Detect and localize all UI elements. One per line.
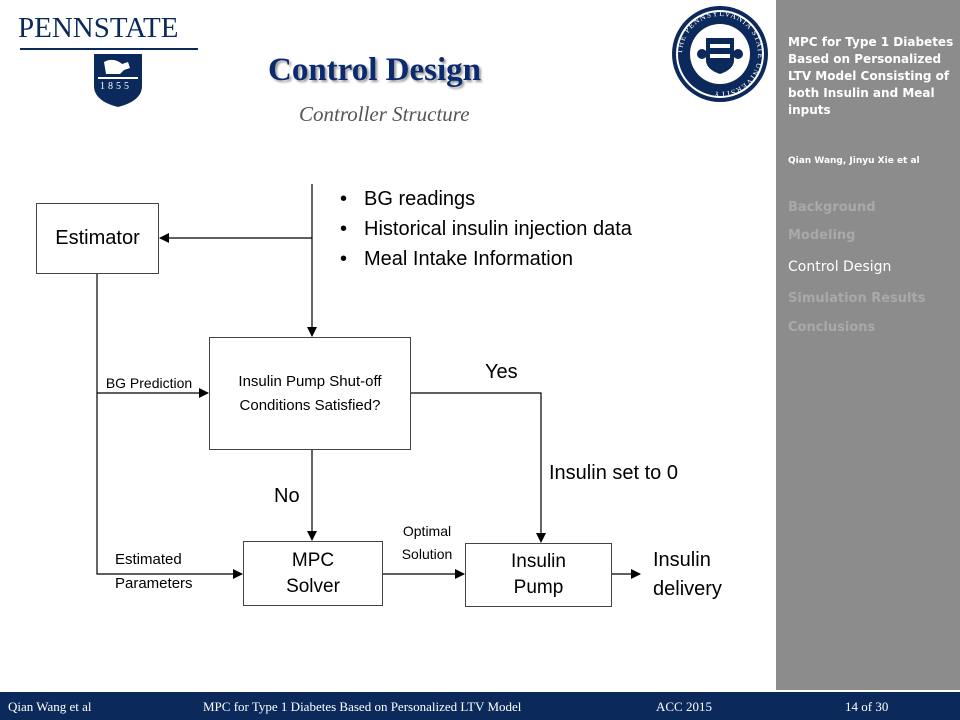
yes-label: Yes <box>485 361 518 383</box>
footer-conference: ACC 2015 <box>656 699 712 714</box>
insulin-pump-label: Insulin Pump <box>511 551 566 598</box>
input-insulin-history: Historical insulin injection data <box>364 218 632 240</box>
nav-item-control-design[interactable]: Control Design <box>788 259 892 275</box>
estimated-parameters-label: Estimated Parameters <box>115 551 193 592</box>
page-subtitle: Controller Structure <box>299 102 470 126</box>
input-list: •BG readings •Historical insulin injecti… <box>340 184 632 274</box>
input-bg-readings: BG readings <box>364 188 476 210</box>
insulin-set-to-zero-label: Insulin set to 0 <box>549 462 678 484</box>
shutoff-condition-label: Insulin Pump Shut-off Conditions Satisfi… <box>238 372 382 414</box>
footer-talk-title: MPC for Type 1 Diabetes Based on Persona… <box>203 699 522 714</box>
bg-prediction-label: BG Prediction <box>105 375 193 391</box>
shutoff-condition-box: Insulin Pump Shut-off Conditions Satisfi… <box>209 337 411 450</box>
list-item: •BG readings <box>340 188 476 210</box>
wordmark-underline <box>20 48 198 50</box>
insulin-pump-box: Insulin Pump <box>465 543 612 607</box>
pennstate-shield-icon <box>94 54 142 107</box>
list-item: •Historical insulin injection data <box>340 218 632 240</box>
sidebar <box>776 0 960 690</box>
footer-bar: Qian Wang et al MPC for Type 1 Diabetes … <box>0 690 960 720</box>
pennstate-year: 1855 <box>100 81 132 92</box>
optimal-solution-label: Optimal Solution <box>401 523 453 562</box>
estimator-to-mpc-arrow <box>96 274 243 579</box>
pennstate-wordmark: PENNSTATE <box>18 12 179 44</box>
estimator-box: Estimator <box>36 203 159 274</box>
presentation-title: MPC for Type 1 Diabetes Based on Persona… <box>788 35 954 117</box>
yes-to-pump-arrow <box>411 392 546 543</box>
nav-item-background[interactable]: Background <box>788 200 876 215</box>
university-seal-icon: THE PENNSYLVANIA STATE UNIVERSITY <box>672 6 768 102</box>
estimator-label: Estimator <box>55 227 140 249</box>
input-meal-info: Meal Intake Information <box>364 248 573 270</box>
diagram-connectors <box>96 184 641 579</box>
nav-item-simulation-results[interactable]: Simulation Results <box>788 291 926 306</box>
pennstate-logo: PENNSTATE 1855 <box>18 8 218 108</box>
insulin-delivery-label: Insulin delivery <box>653 549 722 600</box>
list-item: •Meal Intake Information <box>340 248 573 270</box>
mpc-solver-label: MPC Solver <box>286 549 340 597</box>
footer-page-number: 14 of 30 <box>845 699 889 714</box>
presentation-authors: Qian Wang, Jinyu Xie et al <box>788 156 920 166</box>
nav-item-conclusions[interactable]: Conclusions <box>788 320 876 335</box>
footer-author: Qian Wang et al <box>8 699 92 714</box>
page-title: Control Design <box>268 52 481 88</box>
mpc-solver-box: MPC Solver <box>243 541 383 606</box>
no-label: No <box>274 485 300 507</box>
nav-item-modeling[interactable]: Modeling <box>788 228 856 243</box>
